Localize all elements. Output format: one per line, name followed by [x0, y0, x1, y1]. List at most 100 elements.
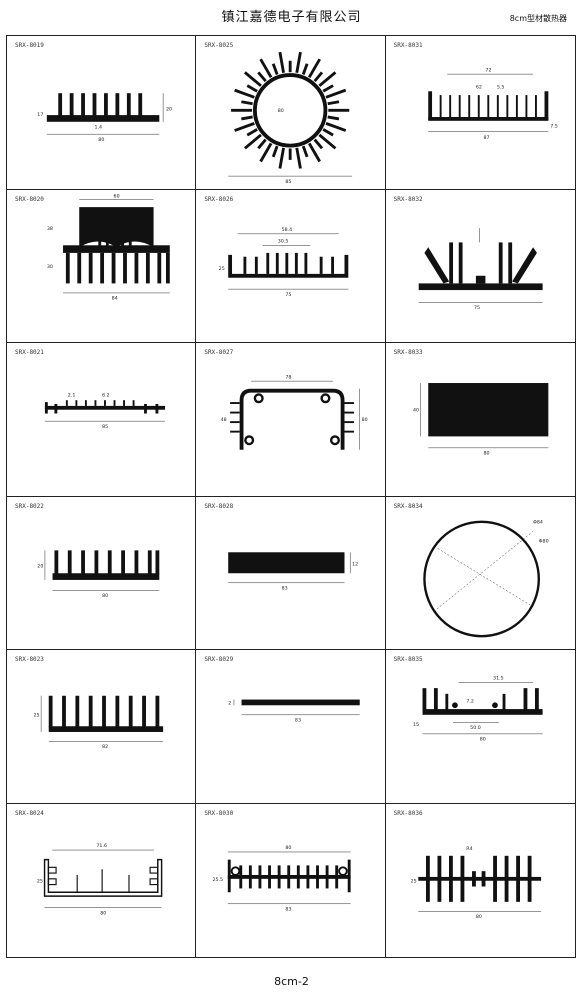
dim-label: 80 — [476, 914, 482, 920]
radial-fin — [272, 63, 279, 76]
profile-code: SRX-8022 — [15, 502, 44, 510]
heatsink-drawing: Φ84 Φ80 — [422, 519, 548, 637]
dim-label: 12 — [352, 561, 358, 567]
heatsink-drawing: 72 5.5 62 7.5 87 — [427, 67, 558, 141]
page-number: 8cm-2 — [274, 975, 309, 988]
profile-cell: SRX-8031 72 5.5 62 7.5 87 — [385, 36, 575, 190]
dim-label: 31.5 — [493, 676, 504, 682]
company-name: 镇江嘉德电子有限公司 — [221, 10, 362, 25]
dim-label: 25 — [37, 878, 43, 884]
profile-code: SRX-8036 — [393, 809, 423, 817]
dim-label: 80 — [100, 910, 106, 916]
profile-code: SRX-8029 — [204, 656, 234, 663]
dim-label: 87 — [483, 135, 489, 141]
dim-label: 25.5 — [213, 876, 224, 882]
dim-label: Φ84 — [533, 519, 543, 525]
radial-fin — [318, 71, 337, 87]
profile-code: SRX-8026 — [204, 195, 234, 203]
heatsink-drawing: R4 25 80 — [410, 846, 541, 920]
dim-label: 75 — [474, 305, 480, 311]
heatsink-drawing: 20 80 — [37, 549, 160, 599]
dim-label: 80 — [98, 137, 104, 143]
dim-label: 50.0 — [470, 725, 481, 731]
dim-label: 85 — [102, 424, 108, 430]
radial-fin — [234, 122, 256, 132]
radial-fin — [322, 84, 335, 93]
radial-fin — [241, 100, 254, 106]
radial-fin — [272, 145, 279, 158]
profile-code: SRX-8023 — [15, 656, 44, 663]
dim-label: 80 — [483, 451, 489, 457]
heatsink-drawing: 75 — [418, 227, 543, 311]
profile-cell: SRX-8024 71.6 25 80 — [7, 803, 197, 957]
dim-label: 80 — [278, 108, 284, 114]
dim-label: 62 — [476, 84, 482, 90]
radial-fin — [327, 100, 340, 106]
dim-label: R4 — [466, 846, 472, 852]
radial-fin — [257, 138, 268, 150]
radial-fin — [259, 58, 273, 79]
dim-label: 72 — [485, 67, 491, 73]
profile-cell: SRX-8019 20 17 1.4 80 — [7, 36, 197, 190]
heatsink-drawing: 78 80 48 — [221, 374, 368, 450]
heatsink-drawing: 40 80 — [413, 383, 548, 457]
dim-label: 25 — [33, 713, 39, 719]
profile-code: SRX-8028 — [204, 502, 234, 510]
dim-label: 30.5 — [278, 238, 289, 244]
dim-label: 82 — [102, 744, 108, 750]
dim-label: 85 — [286, 179, 292, 185]
dim-label: 80 — [362, 417, 368, 423]
dim-label: 78 — [286, 374, 292, 380]
radial-fin — [308, 142, 322, 163]
heatsink-drawing: 2.1 6.2 85 — [44, 392, 166, 430]
profile-cell: SRX-8020 60 38 30 84 — [7, 189, 197, 343]
profile-cell: SRX-8029 2 83 — [196, 650, 386, 804]
radial-fin — [244, 71, 263, 87]
radial-fin — [325, 88, 347, 99]
profile-catalog-grid: SRX-8019 20 17 1.4 80 SRX-8025 80 85 — [6, 35, 576, 958]
radial-fin — [257, 71, 268, 83]
radial-fin — [313, 138, 324, 150]
dim-label: 17 — [37, 112, 43, 118]
profile-code: SRX-8035 — [393, 656, 423, 663]
dim-label: 48 — [221, 417, 227, 423]
heatsink-drawing: 20 17 1.4 80 — [37, 93, 172, 143]
radial-fin — [295, 147, 303, 169]
dim-label: 75 — [286, 291, 292, 297]
dim-label: 20 — [37, 563, 43, 569]
profile-code: SRX-8030 — [204, 809, 234, 817]
radial-fin — [246, 128, 259, 137]
dim-label: 40 — [413, 408, 419, 414]
radial-fin — [318, 133, 337, 150]
profile-cell: SRX-8027 78 80 48 — [196, 343, 386, 497]
dim-label: 7.5 — [550, 124, 558, 130]
heatsink-drawing: 60 38 30 84 — [47, 193, 170, 301]
profile-code: SRX-8032 — [393, 195, 423, 203]
dim-label: 83 — [286, 906, 292, 912]
radial-fin — [244, 133, 263, 150]
radial-fin — [278, 147, 286, 169]
dim-label: 15 — [413, 722, 419, 728]
heatsink-drawing: 58.4 30.5 75 25 — [219, 226, 349, 297]
profile-code: SRX-8033 — [393, 349, 423, 356]
radial-fin — [241, 115, 254, 121]
dim-label: 83 — [295, 717, 301, 723]
profile-cell: SRX-8030 80 25.5 83 — [196, 803, 386, 957]
profile-code: SRX-8021 — [15, 349, 44, 356]
dim-label: 7.2 — [466, 698, 474, 704]
dim-label: 80 — [479, 737, 485, 743]
dim-label: 2 — [229, 700, 232, 706]
profile-cell: SRX-8034 Φ84 Φ80 — [385, 497, 575, 650]
radial-fin — [302, 145, 309, 158]
heatsink-drawing: 80 25.5 83 — [213, 845, 351, 912]
profile-cell: SRX-8033 40 80 — [385, 343, 575, 497]
dim-label: 84 — [112, 295, 118, 301]
dim-label: 2.1 — [68, 392, 76, 398]
profile-cell: SRX-8028 12 83 — [196, 496, 386, 650]
heatsink-drawing: 25 82 — [33, 695, 164, 750]
profile-cell: SRX-8032 75 — [385, 190, 575, 343]
profile-cell: SRX-8023 25 82 — [7, 650, 197, 804]
profile-code: SRX-8025 — [204, 42, 234, 49]
profile-cell: SRX-8022 20 80 — [7, 496, 197, 650]
radial-fin — [327, 115, 340, 121]
